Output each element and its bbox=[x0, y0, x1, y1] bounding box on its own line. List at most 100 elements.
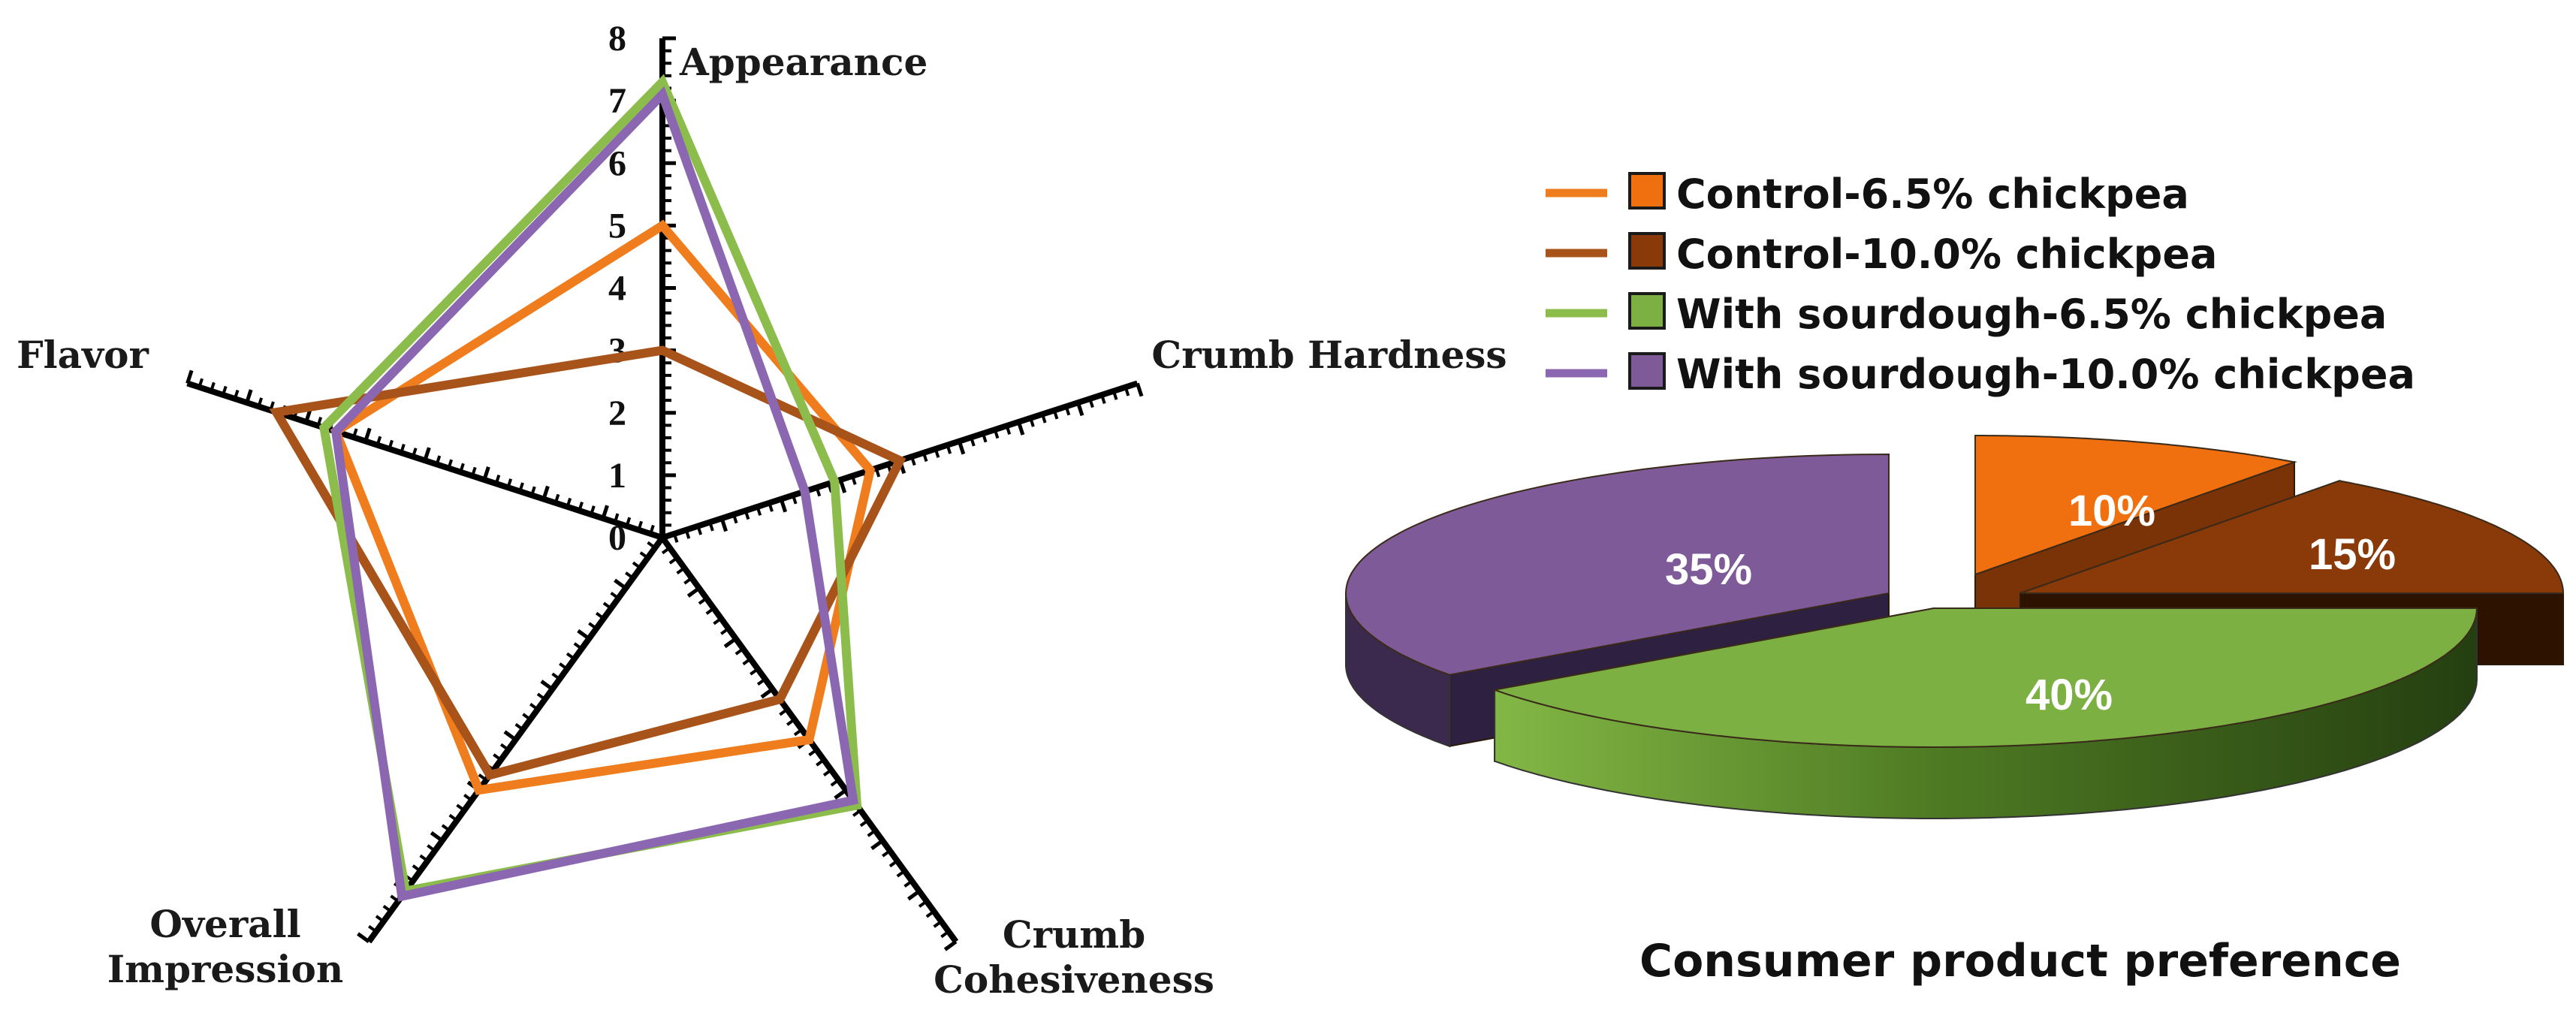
radar-axis-tick bbox=[430, 831, 444, 843]
radar-axis-tick bbox=[903, 879, 913, 888]
radar-axis-tick bbox=[566, 652, 575, 661]
radar-axis-tick bbox=[792, 494, 798, 505]
radar-axis-label: Overall bbox=[149, 902, 300, 946]
radar-axis-tick bbox=[933, 920, 943, 928]
radar-axis-tick bbox=[536, 692, 546, 701]
radar-axis-tick bbox=[530, 486, 536, 496]
radar-axis-tick bbox=[614, 578, 627, 590]
radar-axis-tick bbox=[257, 397, 264, 407]
radar-axis-tick bbox=[639, 551, 649, 559]
legend-label: With sourdough-6.5% chickpea bbox=[1676, 291, 2387, 338]
radar-axis-tick bbox=[412, 864, 421, 873]
pie-chart: 10%15%40%35% bbox=[1344, 435, 2565, 819]
radar-axis-tick bbox=[731, 514, 738, 524]
radar-axis-tick bbox=[816, 758, 825, 767]
radar-axis-tick bbox=[851, 475, 857, 485]
radar-axis-tick bbox=[946, 445, 952, 454]
radar-axis-tick bbox=[625, 571, 635, 580]
radar-axis-tick bbox=[768, 502, 774, 512]
legend-item: Control-10.0% chickpea bbox=[1546, 231, 2217, 278]
pie-slice-0 bbox=[1974, 435, 2297, 576]
radar-axis-tick bbox=[668, 556, 678, 565]
radar-axis-tick bbox=[590, 505, 596, 515]
radar-axis-label: Flavor bbox=[17, 333, 149, 377]
radar-axis-tick bbox=[376, 436, 382, 446]
radar-axis-tick bbox=[1112, 390, 1118, 400]
radar-axis-tick bbox=[896, 870, 906, 878]
legend-label: Control-10.0% chickpea bbox=[1676, 231, 2217, 278]
radar-axis-tick bbox=[503, 730, 517, 742]
radar-axis-tick bbox=[186, 369, 194, 384]
radar-axis-tick bbox=[601, 505, 609, 520]
radar-axis-tick bbox=[222, 385, 228, 396]
radar-axis-tick bbox=[870, 839, 884, 851]
radar-axis-label: Impression bbox=[107, 947, 343, 991]
radar-axis-tick bbox=[447, 459, 454, 469]
radar-axis-tick bbox=[1064, 405, 1071, 416]
radar-axis-tick bbox=[1100, 394, 1106, 404]
radar-axis-tick bbox=[518, 482, 524, 492]
pie-slice-label: 40% bbox=[2026, 671, 2113, 719]
radar-axis-tick bbox=[427, 844, 436, 852]
radar-axis-tick bbox=[822, 768, 832, 777]
legend-box-swatch bbox=[1628, 352, 1666, 390]
legend-item: Control-6.5% chickpea bbox=[1546, 170, 2189, 218]
radar-axis-tick bbox=[471, 466, 477, 477]
legend-item: With sourdough-6.5% chickpea bbox=[1546, 291, 2387, 338]
radar-axis-tick bbox=[613, 513, 620, 523]
radar-axis-tick bbox=[742, 657, 752, 666]
radar-tick-label: 3 bbox=[608, 331, 626, 371]
radar-axis-tick bbox=[632, 561, 641, 569]
radar-axis-tick bbox=[463, 794, 473, 802]
radar-axis-tick bbox=[602, 601, 612, 610]
radar-axis-tick bbox=[874, 467, 881, 478]
radar-axis-label: Crumb Hardness bbox=[1151, 333, 1507, 377]
radar-axis-tick bbox=[830, 779, 840, 787]
radar-axis-tick bbox=[478, 773, 487, 782]
radar-axis-tick bbox=[573, 642, 583, 650]
radar-axis-tick bbox=[705, 607, 715, 615]
radar-axis-tick bbox=[456, 803, 466, 812]
radar-axis-tick bbox=[696, 525, 703, 535]
radar-axis-tick bbox=[683, 577, 693, 585]
radar-axis-tick bbox=[559, 662, 569, 671]
radar-axis-tick bbox=[713, 617, 722, 626]
radar-axis-tick bbox=[672, 533, 679, 543]
radar-tick-label: 7 bbox=[608, 81, 626, 121]
radar-axis-tick bbox=[684, 529, 691, 539]
radar-axis-tick bbox=[647, 541, 656, 550]
radar-axis-tick bbox=[482, 466, 490, 481]
radar-axis-tick bbox=[423, 447, 431, 462]
radar-axis-tick bbox=[943, 939, 958, 951]
radar-axis-tick bbox=[1124, 387, 1130, 396]
radar-series-3 bbox=[330, 86, 858, 902]
radar-axis-tick bbox=[493, 753, 502, 761]
radar-axis-tick bbox=[1052, 409, 1059, 420]
pie-slice-2 bbox=[1492, 607, 2478, 749]
radar-axis-tick bbox=[1041, 413, 1047, 424]
radar-axis-tick bbox=[793, 728, 803, 737]
radar-axis-tick bbox=[808, 748, 818, 757]
radar-axis-tick bbox=[719, 517, 728, 532]
radar-axis-tick bbox=[577, 629, 590, 641]
radar-series-1 bbox=[269, 345, 906, 781]
radar-axis-tick bbox=[198, 378, 204, 388]
radar-axis-tick bbox=[1005, 425, 1012, 436]
radar-axis-tick bbox=[888, 859, 898, 868]
radar-axis-tick bbox=[661, 546, 671, 555]
radar-tick-label: 0 bbox=[608, 518, 626, 558]
radar-axis-tick bbox=[834, 788, 847, 800]
radar-axis-tick bbox=[815, 487, 822, 497]
radar-axis-tick bbox=[918, 900, 928, 908]
pie-slice-3 bbox=[1344, 453, 1890, 676]
radar-axis-tick bbox=[1136, 382, 1144, 397]
radar-axis-tick bbox=[390, 894, 400, 903]
radar-axis-tick bbox=[595, 611, 605, 620]
radar-axis-tick bbox=[760, 687, 774, 699]
radar-axis-tick bbox=[419, 854, 429, 863]
radar-axis-tick bbox=[494, 475, 501, 484]
radar-axis-tick bbox=[922, 452, 928, 463]
